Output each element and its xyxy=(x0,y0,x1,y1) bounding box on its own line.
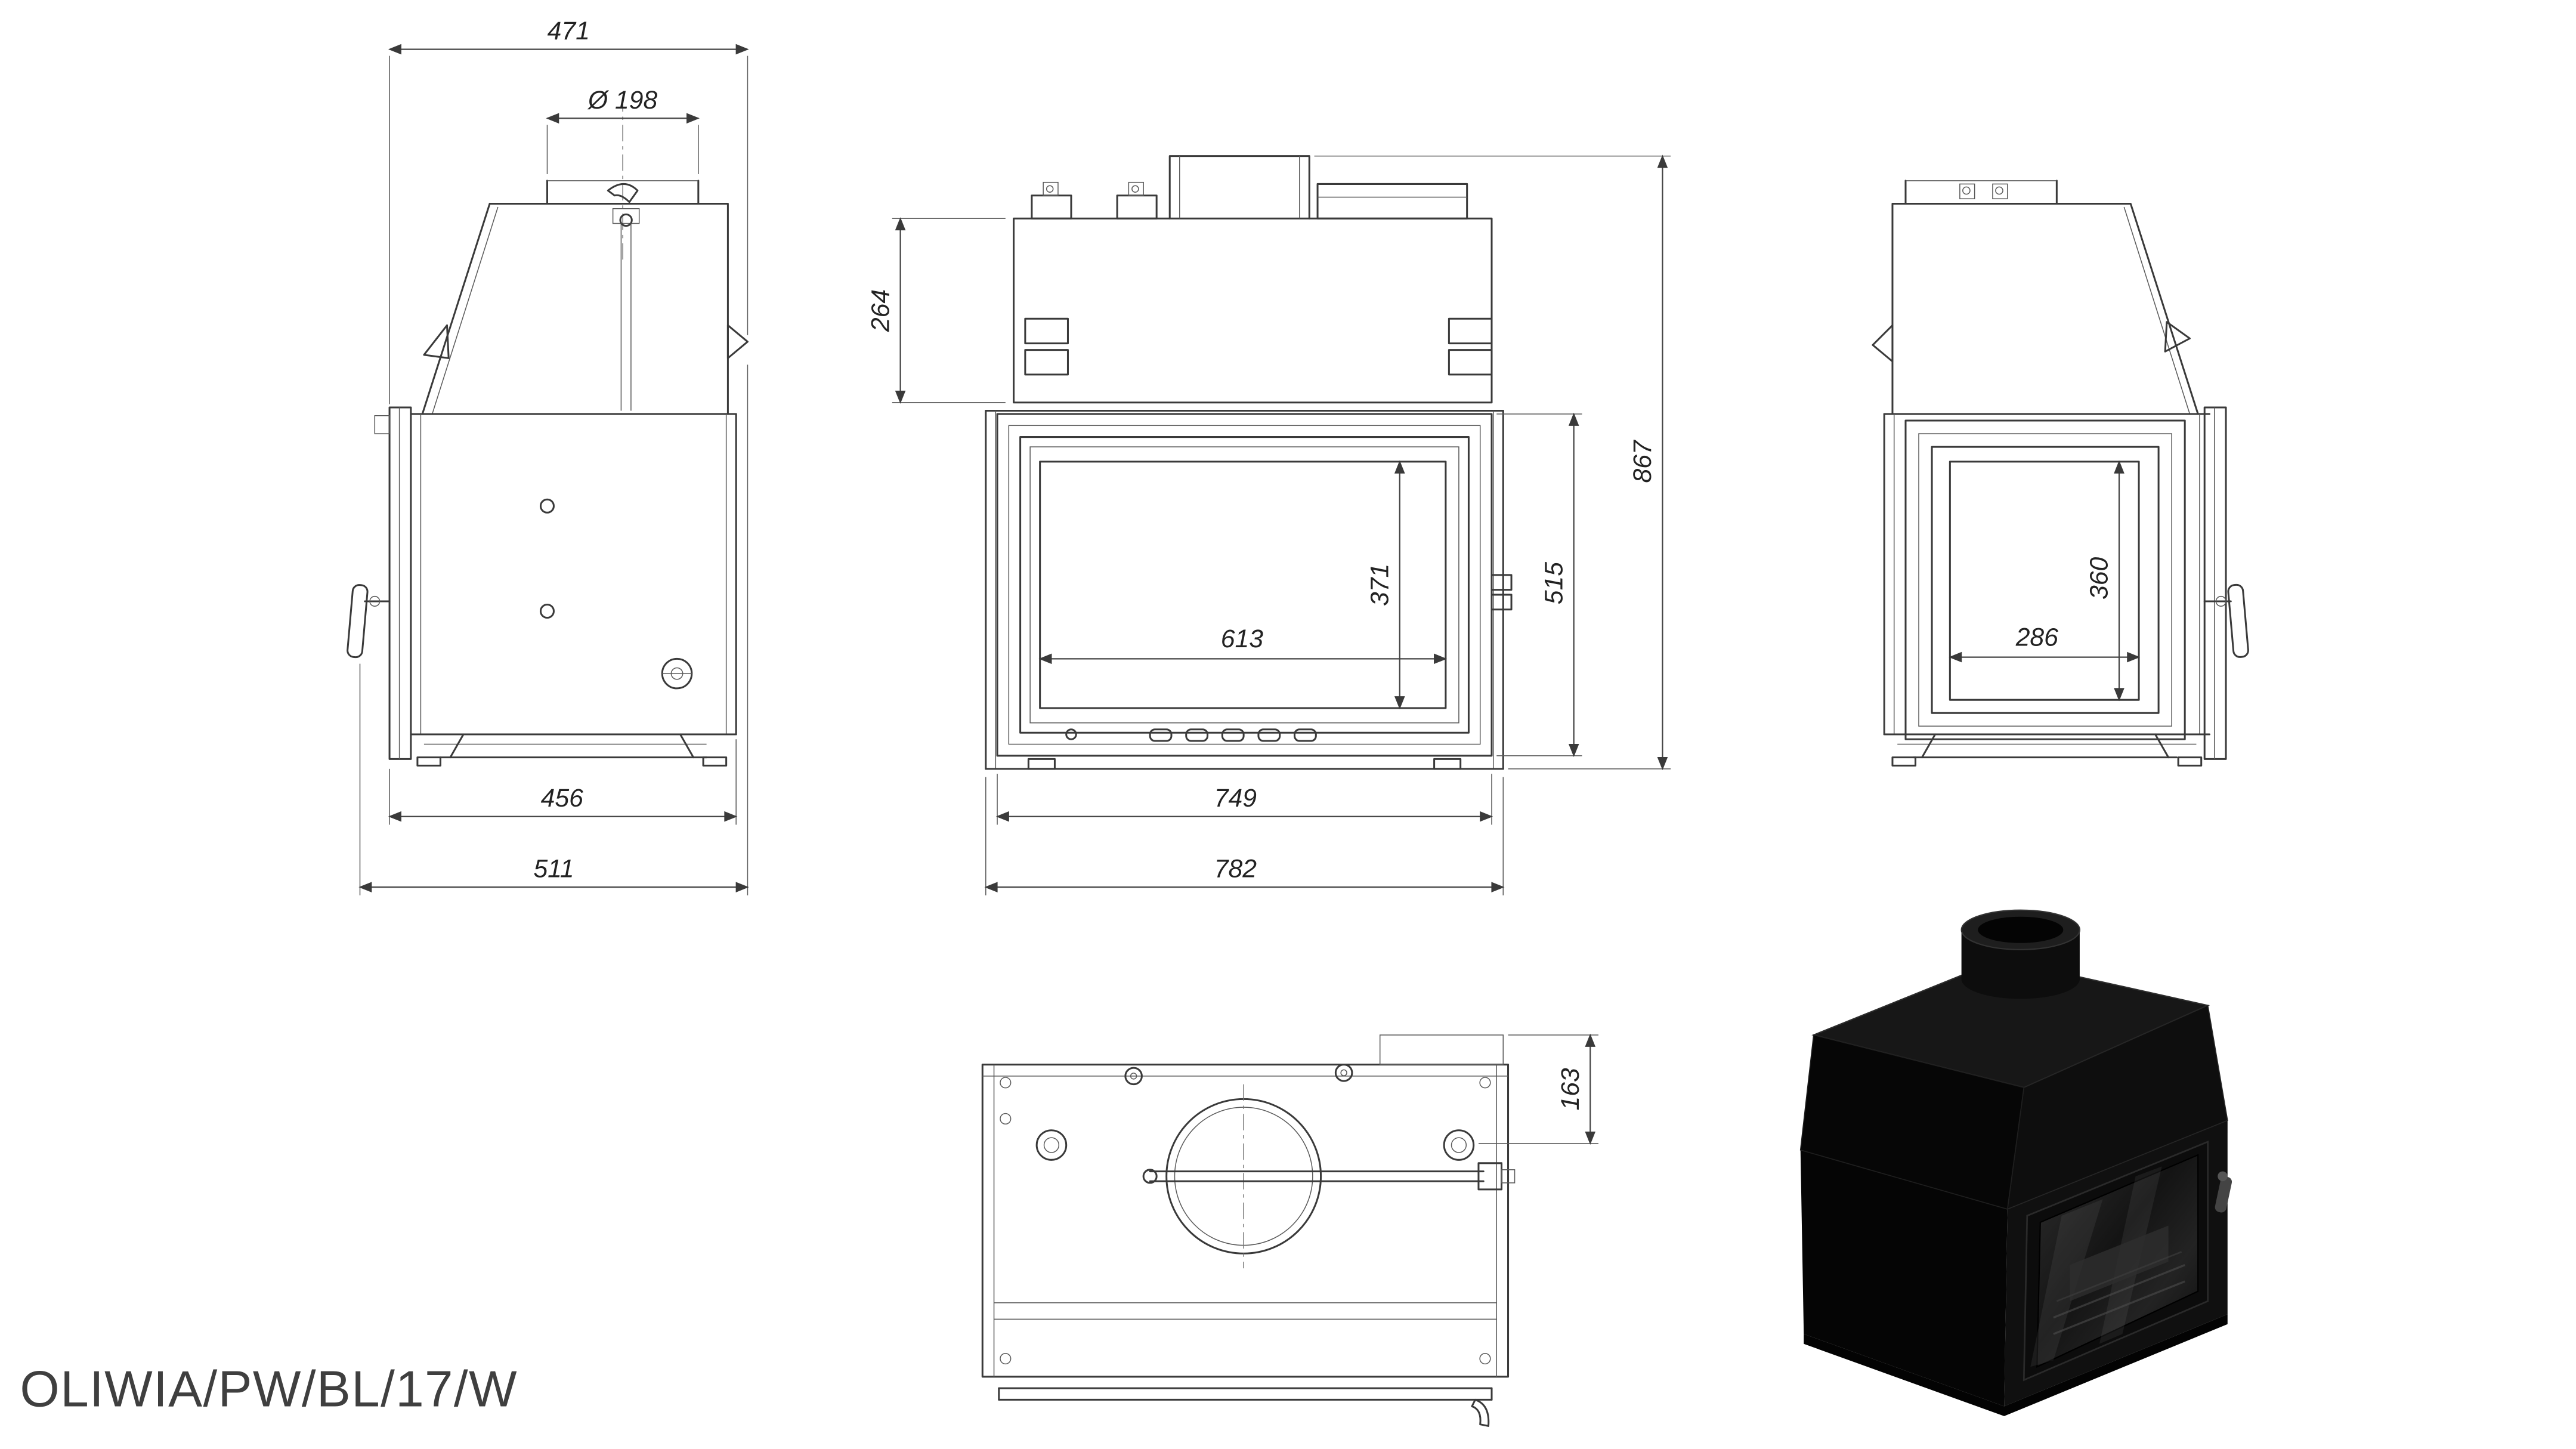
right-side-view: 286 360 xyxy=(1872,180,2249,767)
flue-collar xyxy=(1904,180,2058,205)
dim-body-depth: 456 xyxy=(388,739,738,825)
door-frame xyxy=(996,413,1493,757)
dim-label-286: 286 xyxy=(2015,623,2058,651)
air-control-slots xyxy=(1065,728,1317,742)
side-glass-frame xyxy=(1904,419,2186,740)
lifting-tabs xyxy=(423,324,749,359)
product-render xyxy=(1799,909,2232,1416)
flue-collar xyxy=(546,95,700,263)
dim-door-height: 515 xyxy=(1496,412,1582,758)
dim-side-glass-width: 286 xyxy=(1949,623,2141,663)
hood-box xyxy=(1013,155,1493,404)
body-outline xyxy=(410,413,737,736)
door-edge xyxy=(374,406,412,760)
render-glass-door xyxy=(2023,1140,2209,1382)
hood-outline xyxy=(1883,202,2210,415)
front-glass xyxy=(1039,461,1447,709)
damper-rod xyxy=(1142,1162,1516,1191)
dim-label-867: 867 xyxy=(1628,439,1657,483)
dim-label-456: 456 xyxy=(541,784,583,812)
dim-overall-top: 471 xyxy=(388,17,749,404)
base-legs xyxy=(416,733,728,767)
dim-label-471: 471 xyxy=(548,17,590,45)
dim-label-782: 782 xyxy=(1214,855,1257,883)
dim-rear-to-connection: 163 xyxy=(1478,1033,1598,1145)
body-plan xyxy=(981,1034,1510,1378)
render-hood xyxy=(1799,959,2228,1210)
top-view: 163 xyxy=(981,1033,1598,1427)
render-handle xyxy=(2215,1171,2232,1213)
dim-glass-height: 371 xyxy=(1365,460,1405,710)
corner-bolts xyxy=(1000,1077,1491,1365)
rear-bracket xyxy=(1379,1034,1504,1065)
render-flue xyxy=(1960,909,2081,999)
dim-flue-diameter: Ø 198 xyxy=(546,86,700,174)
dim-overall-width: 782 xyxy=(984,777,1505,895)
dim-label-613: 613 xyxy=(1221,625,1263,653)
water-connections xyxy=(1035,1064,1475,1161)
dim-label-264: 264 xyxy=(866,289,895,332)
dim-hood-height: 264 xyxy=(866,217,1006,404)
lifting-tabs xyxy=(1872,321,2191,363)
handle-side-tabs xyxy=(1490,574,1513,611)
dim-label-511: 511 xyxy=(533,855,574,883)
door-edge xyxy=(2203,406,2227,760)
door-handle xyxy=(2203,583,2249,658)
damper-mechanism xyxy=(607,183,640,411)
body-box xyxy=(985,409,1504,770)
door-plan xyxy=(998,1387,1493,1427)
door-handle xyxy=(347,584,391,659)
dim-body-width: 749 xyxy=(995,774,1493,825)
front-view: 264 613 371 515 867 749 xyxy=(866,155,1671,895)
dim-label-371: 371 xyxy=(1365,564,1394,606)
handle-hook xyxy=(1471,1398,1490,1427)
product-title: OLIWIA/PW/BL/17/W xyxy=(20,1361,518,1417)
dim-label-515: 515 xyxy=(1539,562,1568,604)
dim-overall-depth: 511 xyxy=(358,364,749,895)
dim-label-flue-diameter: Ø 198 xyxy=(587,86,658,115)
dim-label-163: 163 xyxy=(1556,1068,1585,1110)
left-side-view: 471 Ø 198 456 511 xyxy=(347,17,749,895)
side-glass xyxy=(1949,461,2140,701)
dim-total-height: 867 xyxy=(1314,155,1671,771)
dim-side-glass-height: 360 xyxy=(2085,460,2124,702)
dim-glass-width: 613 xyxy=(1038,625,1448,665)
flue-opening xyxy=(1165,1084,1322,1269)
base-legs xyxy=(1891,733,2203,767)
dim-label-749: 749 xyxy=(1214,784,1257,812)
dim-label-360: 360 xyxy=(2085,557,2114,600)
hood-outline xyxy=(410,202,737,415)
